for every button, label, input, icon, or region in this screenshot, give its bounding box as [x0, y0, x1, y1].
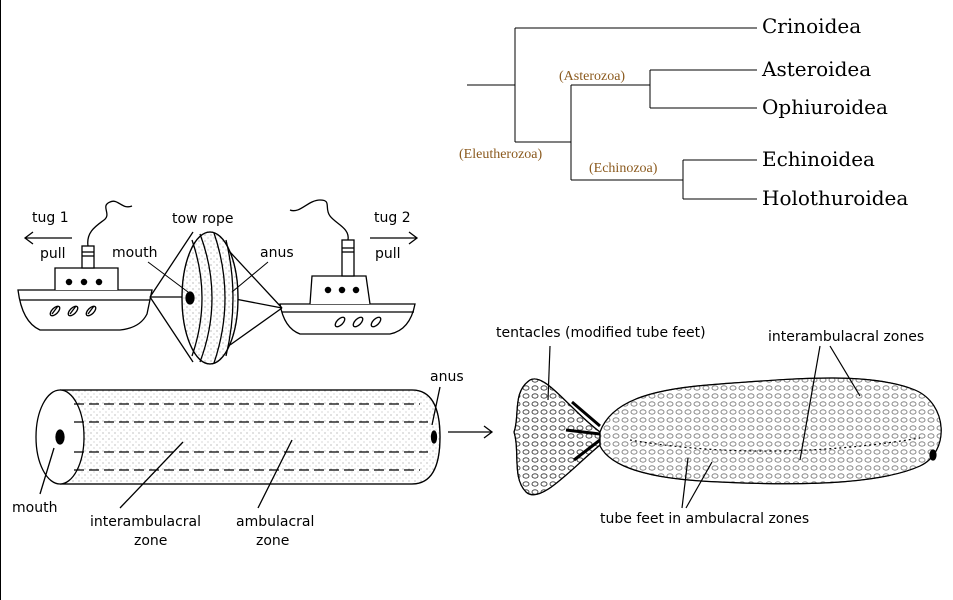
tug2-label: tug 2: [374, 210, 411, 226]
tentacles-label: tentacles (modified tube feet): [496, 325, 706, 341]
cylinder-mouth-label: mouth: [12, 500, 57, 516]
tow-rope-label: tow rope: [172, 211, 233, 227]
taxon-holothuroidea: Holothuroidea: [762, 186, 908, 210]
sea-urchin-body: [182, 232, 238, 364]
tube-feet-label: tube feet in ambulacral zones: [600, 511, 809, 527]
urchin-anus-label: anus: [260, 245, 294, 261]
taxon-crinoidea: Crinoidea: [762, 14, 861, 38]
clade-eleutherozoa: (Eleutherozoa): [459, 147, 543, 162]
ambulacral-label-line2: zone: [256, 533, 289, 549]
tug1-label: tug 1: [32, 210, 69, 226]
taxon-ophiuroidea: Ophiuroidea: [762, 95, 888, 119]
taxon-asteroidea: Asteroidea: [761, 57, 871, 81]
cylinder-diagram: [36, 387, 492, 508]
interambulacral-zones-label: interambulacral zones: [768, 329, 924, 345]
ambulacral-label-line1: ambulacral: [236, 514, 314, 530]
urchin-mouth-label: mouth: [112, 245, 157, 261]
pull-left-label: pull: [40, 246, 66, 262]
interambulacral-label-line1: interambulacral: [90, 514, 201, 530]
pull-right-label: pull: [375, 246, 401, 262]
cylinder-anus-label: anus: [430, 369, 464, 385]
clade-asterozoa: (Asterozoa): [559, 69, 625, 84]
mouth-pointer: [148, 262, 188, 292]
clade-echinozoa: (Echinozoa): [589, 161, 658, 176]
interambulacral-label-line2: zone: [134, 533, 167, 549]
taxon-echinoidea: Echinoidea: [762, 147, 875, 171]
sea-cucumber-drawing: [514, 346, 941, 508]
